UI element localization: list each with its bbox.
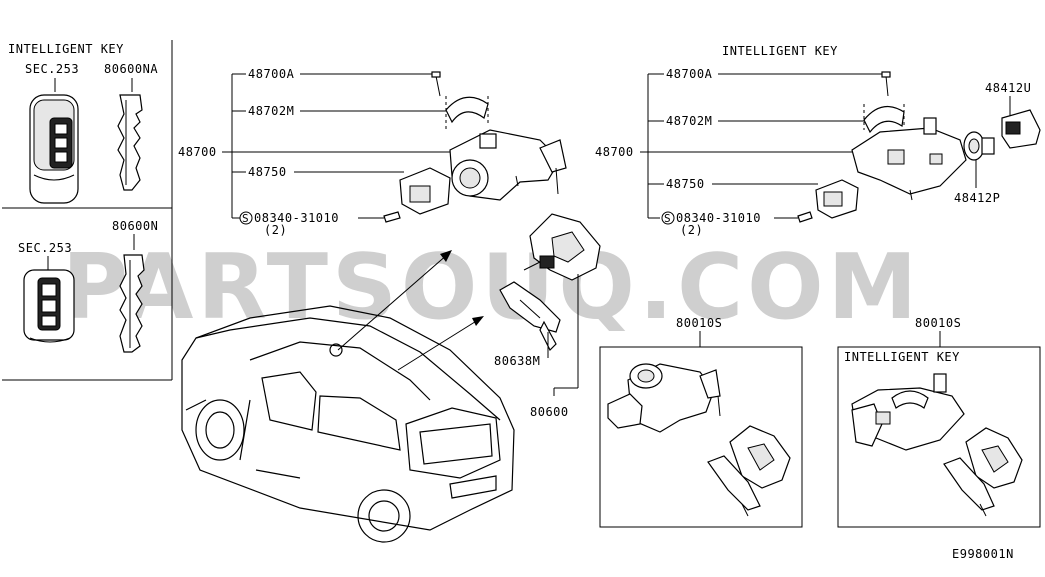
svg-text:S: S <box>242 212 249 225</box>
kit2-part-number[interactable]: 80010S <box>915 316 961 330</box>
kit1-key-cylinder-icon[interactable] <box>707 425 791 517</box>
left-main-part-number[interactable]: 48700 <box>178 145 217 159</box>
left-bolt-qty: (2) <box>264 223 287 237</box>
part-48412U[interactable]: 48412U <box>985 81 1031 95</box>
key-slot-bezel-icon[interactable] <box>963 131 995 161</box>
right-screw-icon[interactable] <box>797 211 813 223</box>
location-arrows <box>337 250 484 371</box>
steering-lock-assembly-right: INTELLIGENT KEY 48700 48700A 48702M 4875… <box>595 44 1041 237</box>
left-screw-icon[interactable] <box>383 211 401 223</box>
right-callout-48750[interactable]: 48750 <box>666 177 705 191</box>
kit-box-80010S-intelligent-key: 80010S INTELLIGENT KEY <box>837 316 1041 528</box>
left-ignition-switch-icon[interactable] <box>399 167 451 215</box>
right-callout-48702M[interactable]: 48702M <box>666 114 712 128</box>
right-assembly-title: INTELLIGENT KEY <box>722 44 838 58</box>
right-bolt-qty: (2) <box>680 223 703 237</box>
right-lock-clamp-icon[interactable] <box>863 104 905 134</box>
key2-ref: SEC.253 <box>18 241 72 255</box>
key1-part-number[interactable]: 80600NA <box>104 62 158 76</box>
part-80600[interactable]: 80600 <box>530 405 569 419</box>
left-steering-lock-body-icon[interactable] <box>449 129 567 201</box>
left-callout-48702M[interactable]: 48702M <box>248 104 294 118</box>
right-shear-bolt-icon[interactable] <box>881 71 891 97</box>
steering-lock-assembly-left: 48700 48700A 48702M 48750 S 08340-31010 … <box>178 67 567 237</box>
kit2-steering-lock-icon[interactable] <box>851 373 965 451</box>
watermark: PARTSOUQ.COM <box>62 235 921 340</box>
key-switch-sensor-icon[interactable] <box>1001 109 1041 149</box>
left-shear-bolt-icon[interactable] <box>431 71 441 97</box>
key-cylinder-set: 80638M 80600 <box>494 213 601 419</box>
right-bolt-symbol-icon <box>661 211 675 225</box>
key2-part-number[interactable]: 80600N <box>112 219 158 233</box>
key1-ref: SEC.253 <box>25 62 79 76</box>
kit2-title: INTELLIGENT KEY <box>844 350 960 364</box>
kit1-steering-lock-icon[interactable] <box>607 363 721 433</box>
emergency-key-blade-icon[interactable] <box>117 94 143 191</box>
right-callout-bolt[interactable]: 08340-31010 <box>676 211 761 225</box>
vehicle-suv-icon <box>181 305 515 543</box>
left-callout-bolt[interactable]: 08340-31010 <box>254 211 339 225</box>
emergency-key-blade-2-icon[interactable] <box>119 254 145 353</box>
part-48412P[interactable]: 48412P <box>954 191 1000 205</box>
left-callout-48750[interactable]: 48750 <box>248 165 287 179</box>
left-callout-48700A[interactable]: 48700A <box>248 67 295 81</box>
right-callout-48700A[interactable]: 48700A <box>666 67 713 81</box>
right-steering-lock-body-icon[interactable] <box>851 117 967 201</box>
diagram-code: E998001N <box>952 547 1014 561</box>
part-80638M[interactable]: 80638M <box>494 354 540 368</box>
kit1-frame <box>599 346 803 528</box>
remote-key-fob-icon[interactable] <box>23 269 75 343</box>
kit1-part-number[interactable]: 80010S <box>676 316 722 330</box>
right-ignition-switch-icon[interactable] <box>815 179 859 219</box>
panel-title: INTELLIGENT KEY <box>8 42 124 56</box>
right-main-part-number[interactable]: 48700 <box>595 145 634 159</box>
kit2-key-cylinder-icon[interactable] <box>943 427 1023 517</box>
kit-box-80010S-standard: 80010S <box>599 316 803 528</box>
ignition-knob-assembly-icon[interactable] <box>523 213 601 281</box>
intelligent-key-fob-icon[interactable] <box>29 94 79 204</box>
intelligent-key-panel: INTELLIGENT KEY SEC.253 80600NA 80600N S… <box>2 40 173 381</box>
kit2-frame <box>837 346 1041 528</box>
svg-text:S: S <box>664 212 671 225</box>
left-lock-clamp-icon[interactable] <box>445 96 489 132</box>
left-bolt-symbol-icon <box>239 211 253 225</box>
